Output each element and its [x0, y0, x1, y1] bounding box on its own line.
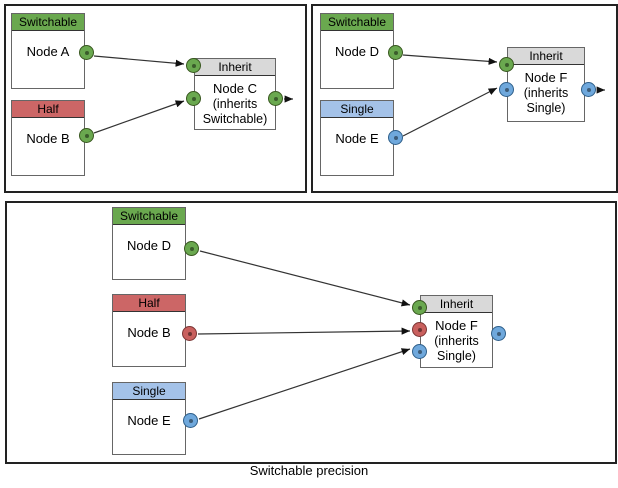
node-b-title: Node B [26, 131, 70, 146]
node-f-title: Node F [524, 70, 568, 85]
node-e-combined-title: Node E [127, 413, 171, 428]
node-d-combined: Switchable Node D [112, 207, 186, 280]
node-c-subtitle: (inherits Switchable) [202, 96, 268, 127]
node-c-title: Node C [212, 81, 258, 96]
node-f-combined-title: Node F [435, 318, 478, 333]
node-d-combined-title: Node D [126, 238, 172, 253]
node-a-title: Node A [26, 44, 70, 59]
node-b-type-badge: Half [12, 101, 84, 118]
node-e-combined-type-badge: Single [113, 383, 185, 400]
node-f-input-port-1 [499, 57, 514, 72]
node-d-type-badge: Switchable [321, 14, 393, 31]
node-f-combined-type-badge: Inherit [421, 296, 492, 313]
node-b-combined: Half Node B [112, 294, 186, 367]
node-c-input-port-1 [186, 58, 201, 73]
node-e-combined: Single Node E [112, 382, 186, 455]
node-c-type-badge: Inherit [195, 59, 275, 76]
node-b-output-port [79, 128, 94, 143]
node-b-combined-output-port [182, 326, 197, 341]
node-f-type-badge: Inherit [508, 48, 584, 65]
node-f-subtitle: (inherits Single) [523, 85, 569, 116]
node-d: Switchable Node D [320, 13, 394, 89]
node-d-combined-output-port [184, 241, 199, 256]
node-d-output-port [388, 45, 403, 60]
node-f: Inherit Node F (inherits Single) [507, 47, 585, 122]
node-f-combined-output-port [491, 326, 506, 341]
node-d-title: Node D [334, 44, 380, 59]
figure-caption: Switchable precision [249, 463, 369, 478]
node-a-output-port [79, 45, 94, 60]
node-e: Single Node E [320, 100, 394, 176]
node-e-type-badge: Single [321, 101, 393, 118]
node-f-input-port-2 [499, 82, 514, 97]
node-e-title: Node E [335, 131, 379, 146]
panel-combined-precisions [5, 201, 617, 464]
node-e-output-port [388, 130, 403, 145]
node-b: Half Node B [11, 100, 85, 176]
node-b-combined-type-badge: Half [113, 295, 185, 312]
node-c-input-port-2 [186, 91, 201, 106]
node-b-combined-title: Node B [127, 325, 171, 340]
node-f-combined: Inherit Node F (inherits Single) [420, 295, 493, 368]
node-e-combined-output-port [183, 413, 198, 428]
node-f-combined-subtitle: (inherits Single) [434, 333, 479, 364]
node-f-output-port [581, 82, 596, 97]
node-c-output-port [268, 91, 283, 106]
node-f-combined-input-port-1 [412, 300, 427, 315]
node-a: Switchable Node A [11, 13, 85, 89]
node-f-combined-input-port-3 [412, 344, 427, 359]
node-c: Inherit Node C (inherits Switchable) [194, 58, 276, 130]
node-d-combined-type-badge: Switchable [113, 208, 185, 225]
node-f-combined-input-port-2 [412, 322, 427, 337]
node-a-type-badge: Switchable [12, 14, 84, 31]
